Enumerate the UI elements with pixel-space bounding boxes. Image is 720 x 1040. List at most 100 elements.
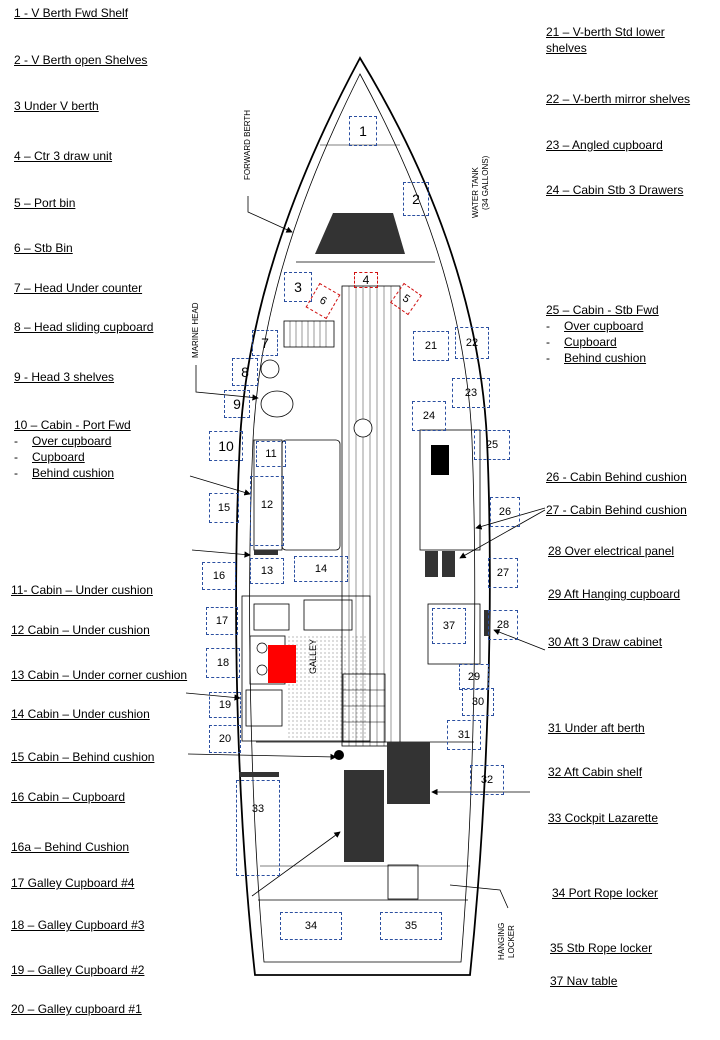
water-tank-capacity-text: (34 GALLONS) [481, 155, 490, 210]
pointer-19 [185, 692, 241, 701]
pointer-26 [475, 507, 546, 530]
electrical-panel-1 [425, 551, 438, 577]
marker-3: 3 [284, 272, 312, 302]
legend-item-14: 14 Cabin – Under cushion [11, 707, 150, 721]
highlight-area [268, 645, 296, 683]
aft-cabin-fill-right [387, 742, 430, 804]
marker-14: 14 [294, 556, 348, 582]
corner-cushion-mark [254, 550, 278, 555]
aft-cabin-fitting [334, 750, 344, 760]
marker-9: 9 [224, 390, 250, 418]
legend-item-18: 18 – Galley Cupboard #3 [11, 918, 145, 932]
marker-8: 8 [232, 358, 258, 386]
marker-33: 33 [236, 780, 280, 876]
legend-item-10-title: 10 – Cabin - Port Fwd [14, 418, 131, 432]
legend-item-21: 21 – V-berth Std lower shelves [546, 25, 665, 55]
marker-24: 24 [412, 401, 446, 431]
marine-head-pointer [195, 365, 259, 401]
legend-item-7: 7 – Head Under counter [14, 281, 143, 295]
legend-item-27: 27 - Cabin Behind cushion [546, 503, 687, 517]
legend-item-25-sub-1: Over cupboard [564, 319, 644, 333]
legend-item-30: 30 Aft 3 Draw cabinet [548, 635, 663, 649]
marker-4: 4 [354, 272, 378, 288]
legend-item-17: 17 Galley Cupboard #4 [11, 876, 135, 890]
legend-item-6: 6 – Stb Bin [14, 241, 73, 255]
forward-hatch [315, 213, 405, 254]
marker-34: 34 [280, 912, 342, 940]
legend-item-24: 24 – Cabin Stb 3 Drawers [546, 183, 684, 197]
legend-item-16: 16 Cabin – Cupboard [11, 790, 126, 804]
hull-outline [235, 56, 491, 976]
legend-item-37: 37 Nav table [550, 974, 618, 988]
galley-sink-left [253, 603, 290, 631]
pointer-33 [251, 831, 341, 897]
hanging-locker [387, 864, 419, 900]
marker-28: 28 [488, 610, 518, 640]
legend-item-13: 13 Cabin – Under corner cushion [11, 668, 188, 682]
marker-29: 29 [459, 664, 489, 690]
lazarette-mark [239, 772, 279, 777]
marker-21: 21 [413, 331, 449, 361]
head-sink [260, 359, 280, 379]
pointer-11 [189, 475, 251, 496]
legend-item-5: 5 – Port bin [14, 196, 76, 210]
legend-item-29: 29 Aft Hanging cupboard [548, 587, 681, 601]
galley-sink-right [303, 599, 353, 631]
legend-item-1: 1 - V Berth Fwd Shelf [14, 6, 129, 20]
legend-item-11: 11- Cabin – Under cushion [11, 583, 153, 597]
galley-text: GALLEY [308, 639, 318, 674]
marker-10: 10 [209, 431, 243, 461]
legend-item-3: 3 Under V berth [14, 99, 99, 113]
pointer-13 [191, 549, 251, 558]
aft-cabin-fill-left [344, 770, 384, 862]
marker-2: 2 [403, 182, 429, 216]
locker-text: LOCKER [507, 925, 516, 958]
marker-27: 27 [488, 558, 518, 588]
legend-item-25-sub-3: Behind cushion [564, 351, 647, 365]
stove-burner [256, 664, 268, 676]
marine-head-toilet [260, 390, 294, 418]
pointer-15 [187, 753, 337, 761]
marker-15: 15 [209, 493, 239, 523]
legend-item-10-sublist: Over cupboard Cupboard Behind cushion [14, 433, 131, 481]
forward-berth-pointer [247, 196, 293, 233]
galley-counter [241, 595, 371, 742]
marker-20: 20 [209, 725, 241, 753]
legend-item-15: 15 Cabin – Behind cushion [11, 750, 155, 764]
hanging-text: HANGING [497, 923, 506, 960]
marker-18: 18 [206, 648, 240, 678]
electrical-panel-2 [442, 551, 455, 577]
forward-berth-text: FORWARD BERTH [243, 110, 252, 180]
head-grate [283, 320, 335, 348]
legend-item-33: 33 Cockpit Lazarette [548, 811, 659, 825]
marker-31: 31 [447, 720, 481, 750]
stb-settee-fixture [431, 445, 449, 475]
saloon-table [281, 439, 341, 551]
stove-burner [256, 642, 268, 654]
pointer-28 [493, 629, 546, 651]
legend-item-19: 19 – Galley Cupboard #2 [11, 963, 145, 977]
hull-inner-outline [249, 73, 476, 963]
legend-item-35: 35 Stb Rope locker [550, 941, 653, 955]
marker-7: 7 [252, 330, 278, 356]
marine-head-text: MARINE HEAD [191, 302, 200, 358]
water-tank-text: WATER TANK [471, 167, 480, 218]
marker-11: 11 [256, 441, 286, 467]
marker-23: 23 [452, 378, 490, 408]
legend-item-26: 26 - Cabin Behind cushion [546, 470, 687, 484]
marker-1: 1 [349, 116, 377, 146]
mast-step [353, 418, 373, 438]
marker-22: 22 [455, 327, 489, 359]
hanging-locker-pointer [449, 884, 509, 909]
legend-item-34: 34 Port Rope locker [552, 886, 659, 900]
marker-25: 25 [474, 430, 510, 460]
legend-item-25-title: 25 – Cabin - Stb Fwd [546, 303, 659, 317]
marker-26: 26 [490, 497, 520, 527]
stb-settee [419, 429, 481, 551]
marker-30: 30 [462, 688, 494, 716]
cabin-sole [341, 285, 401, 747]
legend-item-8: 8 – Head sliding cupboard [14, 320, 154, 334]
marker-37: 37 [432, 608, 466, 644]
legend-item-10-sub-2: Cupboard [32, 450, 85, 464]
